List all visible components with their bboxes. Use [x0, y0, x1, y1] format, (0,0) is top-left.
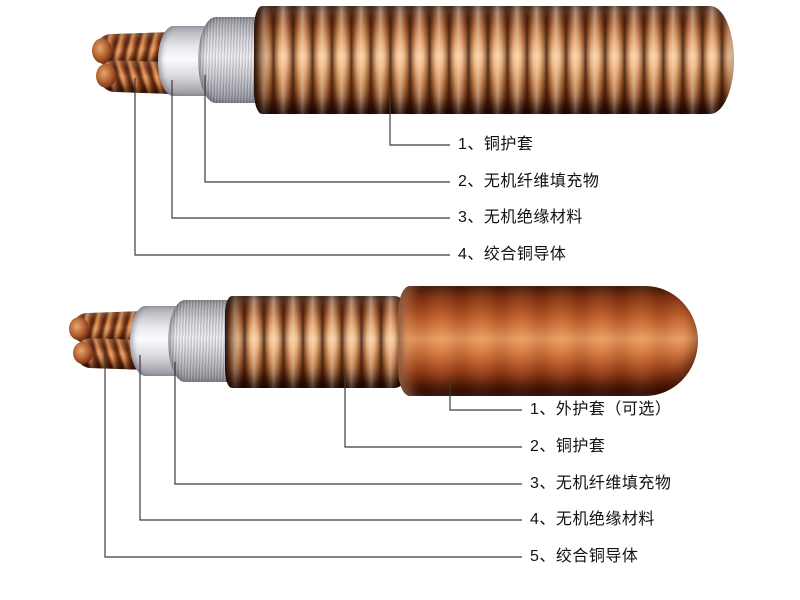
- label-top-conductor: 4、绞合铜导体: [458, 246, 567, 263]
- bottom-cable-copper-sheath: [225, 296, 415, 388]
- top-cable-copper-sheath: [254, 6, 734, 114]
- label-top-insulation: 3、无机绝缘材料: [458, 209, 583, 226]
- label-bottom-fiber-filler: 3、无机纤维填充物: [530, 475, 672, 492]
- label-top-copper-sheath: 1、铜护套: [458, 136, 534, 153]
- label-bottom-insulation: 4、无机绝缘材料: [530, 511, 655, 528]
- label-bottom-conductor: 5、绞合铜导体: [530, 548, 639, 565]
- bottom-cable-outer-jacket: [398, 286, 698, 396]
- label-top-fiber-filler: 2、无机纤维填充物: [458, 173, 600, 190]
- label-bottom-outer-jacket: 1、外护套（可选）: [530, 401, 672, 418]
- label-bottom-copper-sheath: 2、铜护套: [530, 438, 606, 455]
